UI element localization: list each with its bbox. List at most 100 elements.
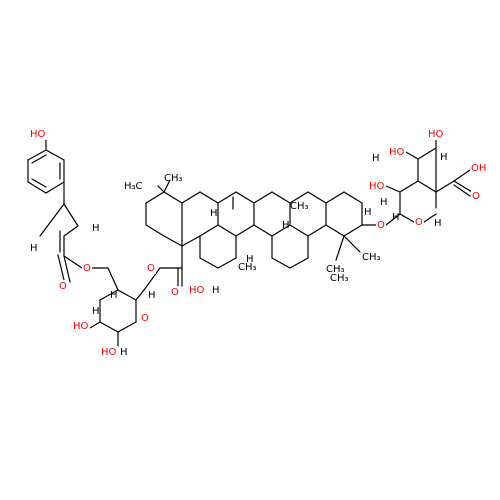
methyl-label: CH₃ xyxy=(362,252,381,263)
bond xyxy=(163,179,171,193)
ester-carbonyl-o-label: O xyxy=(59,281,67,292)
bond xyxy=(31,178,47,188)
label-bg xyxy=(427,128,445,140)
bond xyxy=(199,224,219,237)
gluc-h-c1-label: H xyxy=(392,212,400,223)
bond xyxy=(423,213,437,223)
bond xyxy=(335,235,345,261)
bond xyxy=(117,321,137,333)
label-bg xyxy=(58,280,68,292)
bond xyxy=(217,224,237,237)
label-bg xyxy=(82,262,92,274)
label-bg xyxy=(470,162,488,174)
bond xyxy=(307,191,327,204)
gluc-h-c5-label: H xyxy=(434,218,442,229)
bond xyxy=(217,257,237,269)
bond xyxy=(45,149,65,161)
h-vinyl-right-label: H xyxy=(92,223,100,234)
bond xyxy=(63,255,71,283)
bond xyxy=(199,257,219,269)
bond xyxy=(27,181,47,194)
label-bg xyxy=(29,128,47,140)
h-c18-label: H xyxy=(210,208,218,219)
gluc-ho-c3-label: HO xyxy=(389,147,405,158)
bond xyxy=(57,254,65,281)
bond xyxy=(435,180,455,193)
methyl-label: CH₃ xyxy=(290,201,309,212)
bond xyxy=(235,224,255,237)
bond xyxy=(453,184,471,197)
bond xyxy=(63,225,79,237)
label-bg xyxy=(414,216,424,228)
xyl-ho-c3-label: HO xyxy=(73,321,89,332)
bond xyxy=(271,191,291,204)
bond xyxy=(417,147,437,160)
bond xyxy=(417,180,437,193)
ho-top-label: HO xyxy=(30,129,46,140)
bond xyxy=(199,191,219,204)
bond xyxy=(135,289,145,301)
methyl-label: CH₃ xyxy=(238,262,257,273)
bond xyxy=(143,267,161,291)
bond xyxy=(107,267,119,291)
bond xyxy=(399,180,419,193)
bond xyxy=(325,191,345,204)
label-bg xyxy=(388,146,406,158)
label-bg xyxy=(72,320,90,332)
bond xyxy=(453,180,473,193)
label-bg xyxy=(140,312,150,324)
bond xyxy=(117,289,137,301)
bond xyxy=(157,185,165,193)
methyl-label: H₃C xyxy=(124,181,143,192)
xyl-ho-c4-label: HO xyxy=(101,347,117,358)
ester-link-o-label: O xyxy=(83,263,91,274)
bond xyxy=(399,213,415,223)
bond xyxy=(99,321,119,333)
bond xyxy=(325,224,345,237)
xyl-h-c4-label: H xyxy=(120,347,128,358)
label-bg xyxy=(471,190,481,202)
label-bg xyxy=(100,346,118,358)
acid-carbonyl-o-label: O xyxy=(472,191,480,202)
bond xyxy=(289,191,309,204)
gluc-ring-o-label: O xyxy=(415,217,423,228)
bond xyxy=(39,203,65,237)
bond xyxy=(271,257,291,269)
bond xyxy=(253,224,273,237)
bond xyxy=(385,185,401,193)
label-bg xyxy=(376,219,386,231)
xyl-h-c2-label: H xyxy=(110,290,118,301)
bond xyxy=(45,181,65,194)
bond xyxy=(31,154,47,164)
gluc-h-c3-label: H xyxy=(372,153,380,164)
bond xyxy=(385,213,401,226)
bond xyxy=(271,224,291,237)
methyl-label: CH₃ xyxy=(326,264,345,275)
h-vinyl-left-label: H xyxy=(30,243,38,254)
bond xyxy=(27,149,47,161)
bond xyxy=(307,224,327,237)
bonds xyxy=(27,133,473,347)
bond xyxy=(163,191,183,204)
h-c9-label: H xyxy=(282,220,290,231)
bond xyxy=(163,235,183,247)
bond xyxy=(217,191,237,204)
label-bg xyxy=(124,180,146,192)
gluc-h-c4-label: H xyxy=(440,152,448,163)
label-bg xyxy=(368,180,386,192)
bond xyxy=(145,224,165,237)
xyl-h-c3-label: H xyxy=(92,306,100,317)
bond xyxy=(235,191,255,204)
methyl-label: CH₃ xyxy=(164,173,183,184)
ho-c16-label: HO xyxy=(189,285,205,296)
glycosidic-o-label: O xyxy=(377,220,385,231)
glycosyl-ester-o-label: O xyxy=(147,263,155,274)
gluc-ho-c4-label: HO xyxy=(428,129,444,140)
bond xyxy=(63,255,83,269)
bond xyxy=(253,191,273,204)
acid-oh-label: OH xyxy=(471,163,486,174)
label-bg xyxy=(188,284,206,296)
c28-carbonyl-o-label: O xyxy=(171,287,179,298)
gluc-h-c2-label: H xyxy=(380,197,388,208)
